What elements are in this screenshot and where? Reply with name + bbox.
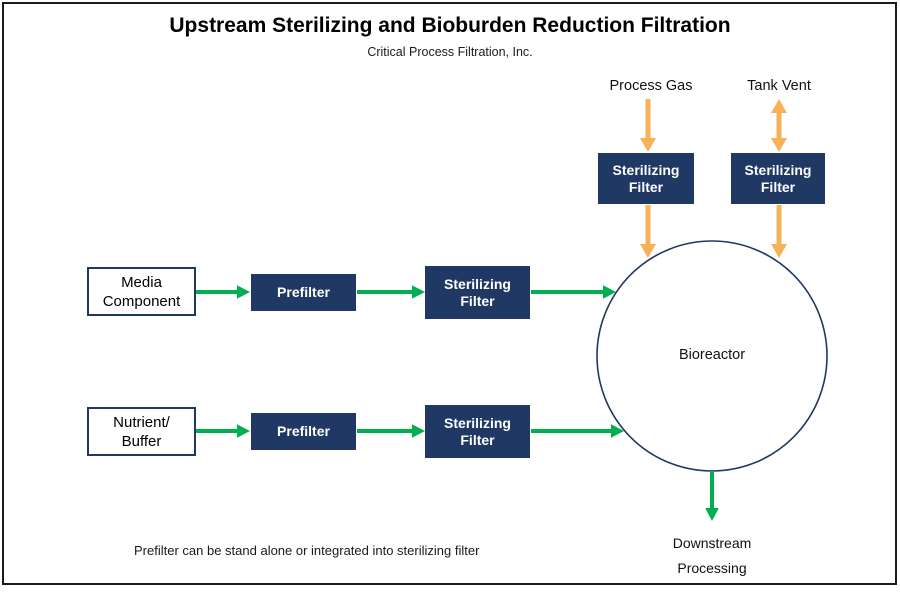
box-label-line: Component xyxy=(102,292,181,310)
box-label-line: Filter xyxy=(628,178,664,195)
bioreactor-label: Bioreactor xyxy=(678,347,746,363)
prefilter-box-nutrient: Prefilter xyxy=(251,413,356,450)
nutrient-buffer-box: Nutrient/ Buffer xyxy=(87,407,196,456)
media-component-box: Media Component xyxy=(87,267,196,316)
arrow-media-to-prefilter xyxy=(196,285,250,299)
sterilizing-filter-box-nutrient: Sterilizing Filter xyxy=(425,405,530,458)
arrow-nutrient-to-prefilter xyxy=(196,424,250,438)
diagram-subtitle: Critical Process Filtration, Inc. xyxy=(367,45,533,59)
arrow-vent-filter-to-bioreactor xyxy=(771,205,787,258)
box-label-line: Sterilizing xyxy=(444,414,511,431)
arrow-bioreactor-to-downstream xyxy=(705,472,719,521)
arrow-gas-filter-to-bioreactor xyxy=(640,205,656,258)
arrow-tank-vent-bidirectional xyxy=(771,99,787,152)
bioreactor-circle xyxy=(596,240,828,472)
box-label-line: Media xyxy=(121,273,162,291)
box-label-line: Sterilizing xyxy=(612,161,680,178)
sterilizing-filter-box-media: Sterilizing Filter xyxy=(425,266,530,319)
box-label-line: Filter xyxy=(760,178,796,195)
diagram-title: Upstream Sterilizing and Bioburden Reduc… xyxy=(169,14,731,37)
prefilter-footnote: Prefilter can be stand alone or integrat… xyxy=(134,543,480,558)
box-label-line: Filter xyxy=(460,292,495,309)
prefilter-box-media: Prefilter xyxy=(251,274,356,311)
box-label-line: Sterilizing xyxy=(444,275,511,292)
tank-vent-label: Tank Vent xyxy=(747,78,811,94)
sterilizing-filter-box-tank-vent: Sterilizing Filter xyxy=(731,153,825,204)
process-gas-label: Process Gas xyxy=(609,78,693,94)
box-label-line: Nutrient/ xyxy=(113,413,170,431)
box-label-line: Buffer xyxy=(121,432,162,450)
downstream-line: Downstream xyxy=(672,535,752,551)
box-label-line: Sterilizing xyxy=(744,161,812,178)
downstream-processing-label: Downstream Processing xyxy=(632,531,792,581)
sterilizing-filter-box-process-gas: Sterilizing Filter xyxy=(598,153,694,204)
arrow-prefilter-to-sterilizing-nutrient xyxy=(357,424,425,438)
box-label-line: Prefilter xyxy=(277,284,330,300)
arrow-sterilizing-to-bioreactor-media xyxy=(531,285,616,299)
downstream-line: Processing xyxy=(677,560,747,576)
box-label-line: Filter xyxy=(460,431,495,448)
arrow-process-gas-to-filter xyxy=(640,99,656,152)
arrow-sterilizing-to-bioreactor-nutrient xyxy=(531,424,624,438)
box-label-line: Prefilter xyxy=(277,423,330,439)
arrow-prefilter-to-sterilizing-media xyxy=(357,285,425,299)
